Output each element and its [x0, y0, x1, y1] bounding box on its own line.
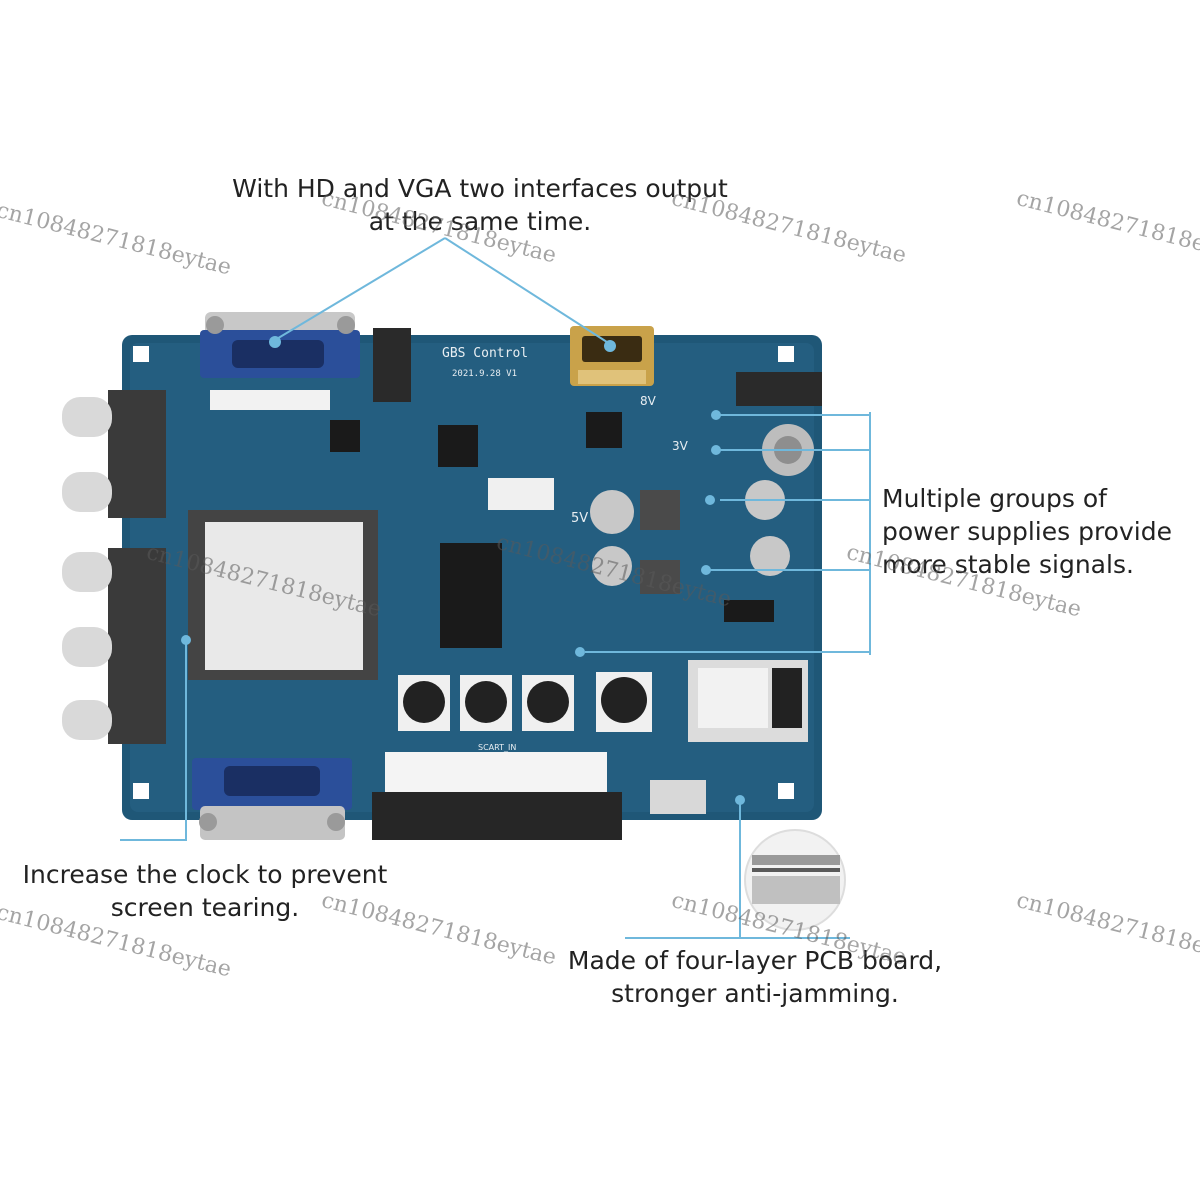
header-strip	[210, 390, 330, 410]
board-title: GBS Control	[442, 346, 528, 361]
white-header	[488, 478, 554, 510]
label-5v: 5V	[571, 511, 588, 526]
pcb-layer-closeup	[744, 829, 846, 931]
ic-chip	[586, 412, 622, 448]
mounting-hole	[133, 783, 149, 799]
label-8v: 8V	[640, 394, 657, 408]
callout-line-clock	[120, 640, 187, 841]
mounting-hole	[778, 346, 794, 362]
callout-line-hdmi	[444, 237, 611, 345]
memory-chip	[440, 543, 502, 648]
callout-clock-line2: screen tearing.	[110, 893, 300, 922]
callout-power-line3: more stable signals.	[882, 550, 1134, 579]
power-jack	[736, 372, 822, 406]
mounting-hole	[778, 783, 794, 799]
callout-power-supplies: Multiple groups of power supplies provid…	[882, 482, 1192, 581]
wifi-module	[688, 660, 808, 742]
callout-line-vga	[274, 237, 446, 341]
mounting-hole	[133, 346, 149, 362]
ic-chip	[438, 425, 478, 467]
callout-power-line1: Multiple groups of	[882, 484, 1107, 513]
callout-pcb-board: Made of four-layer PCB board, stronger a…	[545, 944, 965, 1010]
slide-switch	[650, 780, 706, 814]
scart-connector	[372, 752, 622, 840]
inductor	[640, 490, 680, 530]
heatsink	[188, 510, 378, 680]
callout-lines	[120, 237, 871, 939]
callout-hd-vga-output: With HD and VGA two interfaces output at…	[200, 172, 760, 238]
label-scart: SCART_IN	[478, 743, 516, 752]
inductor	[640, 560, 680, 594]
callout-clock: Increase the clock to prevent screen tea…	[10, 858, 400, 924]
callout-power-line2: power supplies provide	[882, 517, 1172, 546]
vga-input-connector	[192, 758, 352, 840]
ic-chip	[724, 600, 774, 622]
capacitor	[750, 536, 790, 576]
callout-pcb-line1: Made of four-layer PCB board,	[567, 946, 943, 975]
callout-hd-vga-line2: at the same time.	[368, 207, 592, 236]
label-3v: 3V	[672, 439, 689, 453]
board-version: 2021.9.28 V1	[452, 369, 517, 379]
audio-jack	[373, 328, 411, 402]
hdmi-connector	[570, 326, 654, 386]
capacitor	[590, 490, 634, 534]
callout-pcb-line2: stronger anti-jamming.	[611, 979, 899, 1008]
adjustment-knobs	[398, 672, 652, 732]
ic-chip	[330, 420, 360, 452]
callout-points	[181, 336, 745, 805]
capacitor	[592, 546, 632, 586]
callout-hd-vga-line1: With HD and VGA two interfaces output	[232, 174, 728, 203]
rca-jacks	[62, 390, 166, 744]
callout-clock-line1: Increase the clock to prevent	[22, 860, 388, 889]
